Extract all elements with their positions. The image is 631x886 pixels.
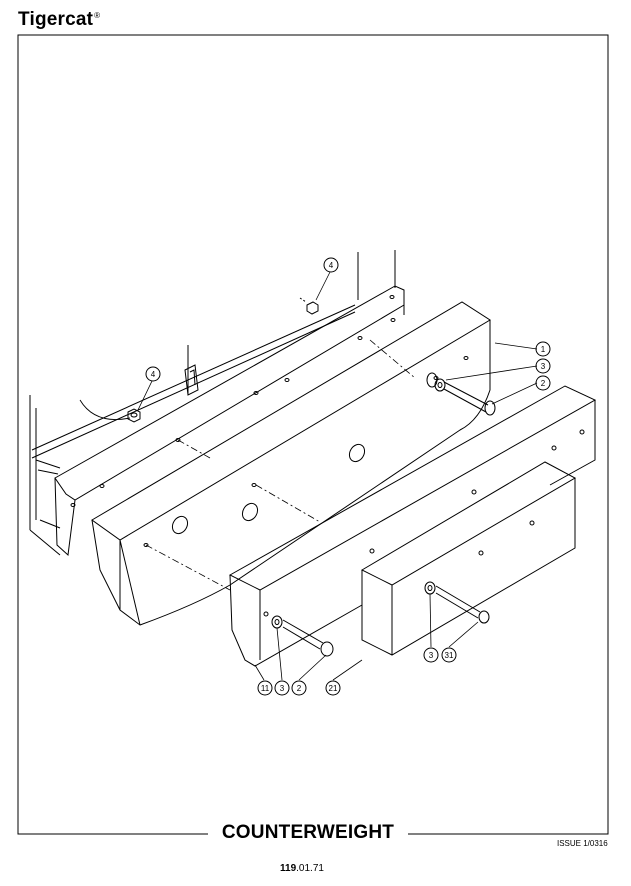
issue-label: ISSUE 1/0316 bbox=[557, 839, 608, 848]
machine-frame bbox=[29, 250, 396, 556]
mounting-plate bbox=[54, 285, 405, 557]
alignment-lines bbox=[145, 339, 416, 591]
registered-mark: ® bbox=[94, 11, 101, 20]
callout-3-upper: 3 bbox=[541, 362, 546, 371]
nut-4-lower bbox=[127, 408, 141, 423]
callout-3-middle: 3 bbox=[280, 684, 285, 693]
counterweight-middle bbox=[228, 385, 597, 667]
callout-31: 31 bbox=[445, 651, 454, 660]
callout-4-lower: 4 bbox=[151, 370, 156, 379]
bolt-assembly-upper bbox=[426, 372, 496, 416]
page-number-rest: .01.71 bbox=[296, 863, 324, 874]
page-frame bbox=[17, 34, 609, 835]
callout-11: 11 bbox=[261, 684, 270, 693]
page-number: 119.01.71 bbox=[280, 863, 324, 874]
page-number-bold: 119 bbox=[280, 863, 297, 874]
callout-3-front: 3 bbox=[429, 651, 434, 660]
page-title: COUNTERWEIGHT bbox=[208, 822, 408, 844]
brand-logo: Tigercat® bbox=[18, 9, 100, 31]
counterweight-main bbox=[91, 301, 491, 626]
callout-21: 21 bbox=[329, 684, 338, 693]
leader-lines bbox=[137, 271, 538, 681]
callout-2-middle: 2 bbox=[297, 684, 302, 693]
callout-1: 1 bbox=[541, 345, 546, 354]
bolt-assembly-middle bbox=[271, 615, 334, 657]
callout-2-upper: 2 bbox=[541, 379, 546, 388]
brand-name: Tigercat bbox=[18, 9, 94, 30]
counterweight-front bbox=[360, 461, 577, 656]
callout-circles bbox=[145, 257, 551, 696]
nut-4-upper bbox=[299, 297, 319, 315]
callout-4-upper: 4 bbox=[329, 261, 334, 270]
